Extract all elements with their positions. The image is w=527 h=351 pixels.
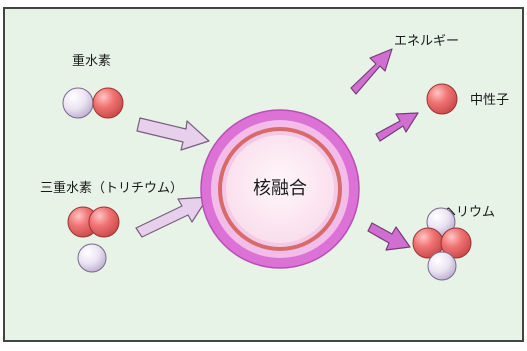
output-neutron — [427, 84, 457, 114]
energy-label: エネルギー — [394, 34, 459, 49]
deuterium-neutron — [63, 88, 93, 118]
deuterium-label: 重水素 — [72, 53, 111, 69]
tritium-label: 三重水素（トリチウム） — [40, 180, 183, 196]
fusion-label: 核融合 — [253, 178, 307, 199]
neutron-label: 中性子 — [470, 93, 509, 108]
tritium-proton-right — [89, 207, 119, 237]
fusion-ring: 核融合 — [201, 110, 359, 268]
tritium-neutron-bottom — [78, 244, 106, 272]
helium-neutron-bottom — [428, 252, 456, 280]
deuterium-proton — [93, 88, 123, 118]
